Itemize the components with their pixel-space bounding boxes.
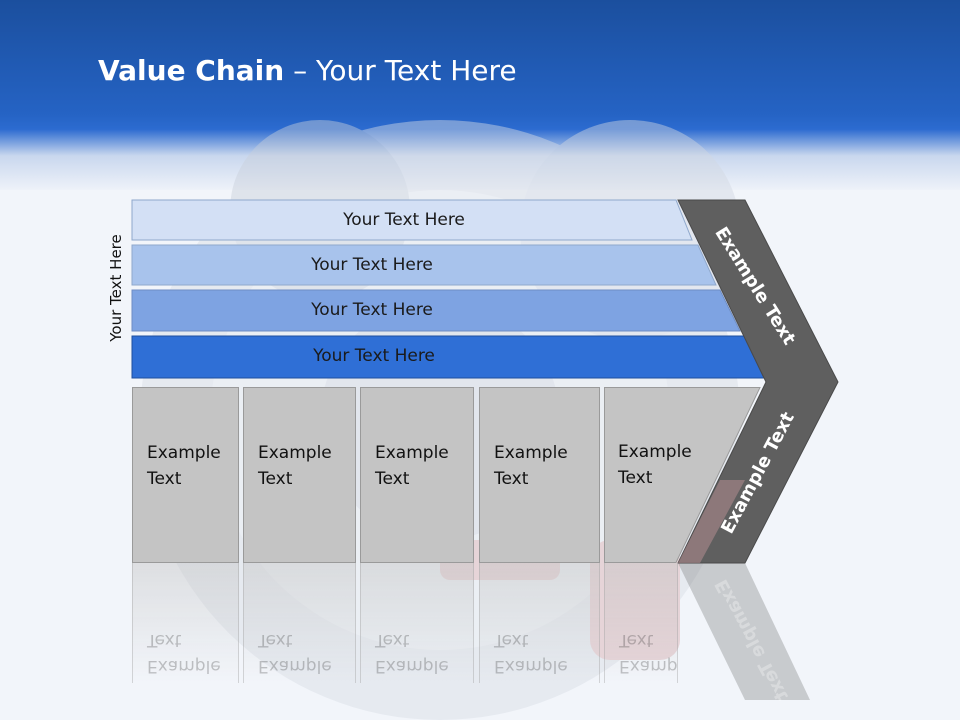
example-box-5-shape [604,387,761,563]
row-3-bar [131,289,741,332]
row-1-bar [131,199,693,241]
row-3-label: Your Text Here [311,300,433,320]
row-4-label: Your Text Here [313,346,435,366]
row-2-bar [131,244,717,286]
row-2-label: Your Text Here [311,255,433,275]
chevron-edge-highlight [678,480,745,563]
header-banner [0,0,960,190]
slide-title: Value Chain – Your Text Here [98,54,517,87]
chevron-reflection [678,563,810,700]
row-1-label: Your Text Here [343,210,465,230]
chevron-shape [677,199,839,564]
